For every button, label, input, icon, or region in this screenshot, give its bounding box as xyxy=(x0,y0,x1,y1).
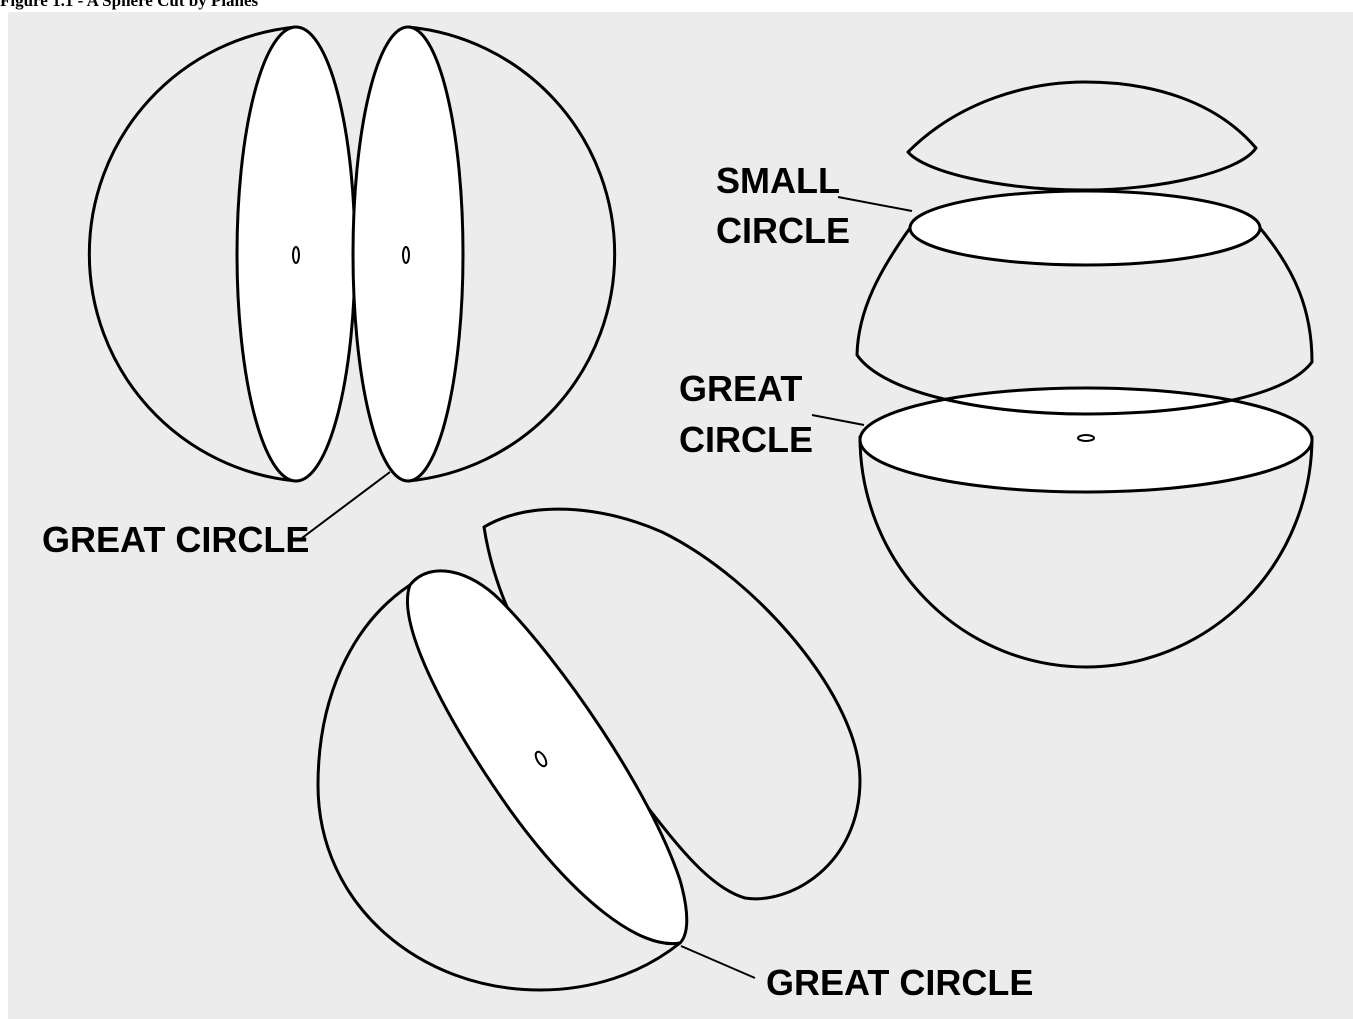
label-small: SMALL xyxy=(716,160,840,201)
label-great-circle-bottom: GREAT CIRCLE xyxy=(766,962,1033,1003)
label-small-circle: CIRCLE xyxy=(716,210,850,251)
center-point-left xyxy=(293,247,299,263)
label-great: GREAT xyxy=(679,368,802,409)
label-great-circle-left: GREAT CIRCLE xyxy=(42,519,309,560)
label-great-circle-right: CIRCLE xyxy=(679,419,813,460)
center-point-right xyxy=(403,247,409,263)
small-circle-face xyxy=(910,191,1260,265)
background-panel xyxy=(8,12,1353,1019)
center-point xyxy=(1078,435,1094,441)
